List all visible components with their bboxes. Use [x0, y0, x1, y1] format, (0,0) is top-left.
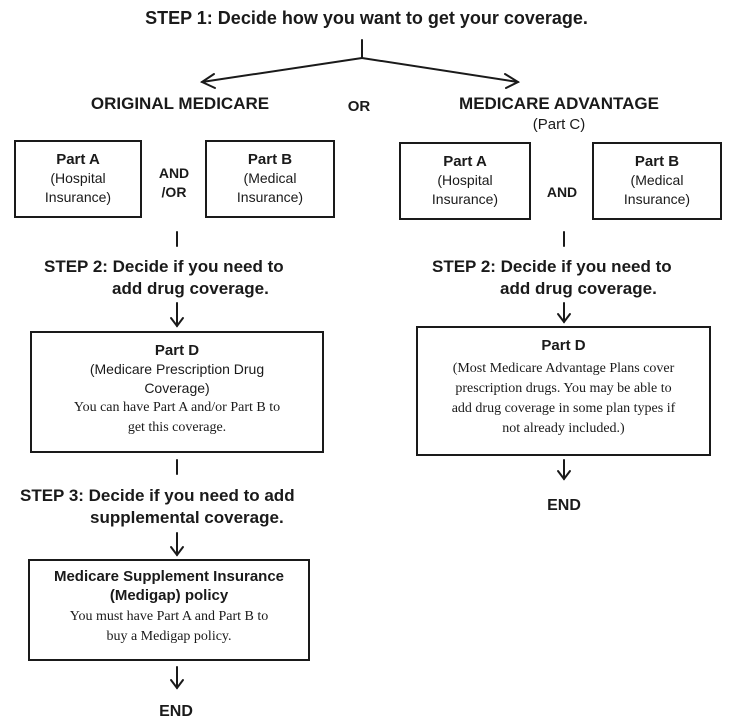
left-and-or-connector: AND /OR — [148, 164, 200, 202]
left-end-label: END — [159, 703, 193, 720]
left-arrowhead-3 — [170, 679, 184, 690]
right-part-a-box: Part A (Hospital Insurance) — [399, 142, 531, 220]
or-label: OR — [347, 98, 371, 115]
left-part-a-line1: (Hospital — [50, 170, 106, 186]
left-part-b-title: Part B — [247, 151, 293, 168]
left-part-b-box: Part B (Medical Insurance) — [205, 140, 335, 218]
left-part-d-title: Part D — [154, 342, 200, 359]
right-part-b-box: Part B (Medical Insurance) — [592, 142, 722, 220]
medigap-line2: buy a Medigap policy. — [106, 629, 232, 644]
right-step2-line1: STEP 2: Decide if you need to — [432, 257, 672, 276]
right-part-d-line3: add drug coverage in some plan types if — [451, 401, 676, 416]
right-part-a-line2: Insurance) — [431, 191, 499, 207]
left-part-b-line2: Insurance) — [236, 189, 304, 205]
right-part-d-title: Part D — [541, 337, 586, 354]
left-step3: STEP 3: Decide if you need to add supple… — [20, 485, 295, 529]
left-arrowhead-2 — [170, 546, 184, 557]
medigap-box: Medicare Supplement Insurance (Medigap) … — [28, 559, 310, 661]
medigap-title-line2: (Medigap) policy — [109, 587, 229, 604]
medicare-advantage-heading: MEDICARE ADVANTAGE — [459, 94, 659, 113]
branch-right-line — [361, 57, 519, 83]
left-or-label: /OR — [161, 184, 187, 200]
left-arrowhead-1 — [170, 317, 184, 328]
right-part-a-line1: (Hospital — [437, 172, 493, 188]
right-end-label: END — [547, 497, 581, 514]
right-arrowhead-1 — [557, 313, 571, 324]
part-c-subheading: (Part C) — [532, 116, 586, 133]
left-step2-line1: STEP 2: Decide if you need to — [44, 257, 284, 276]
left-part-d-line1: (Medicare Prescription Drug — [89, 361, 265, 377]
left-part-d-line3: You can have Part A and/or Part B to — [73, 400, 281, 415]
left-part-a-title: Part A — [56, 151, 100, 168]
right-part-d-line4: not already included.) — [502, 421, 625, 436]
right-and-connector: AND — [546, 184, 578, 200]
right-step2-line2: add drug coverage. — [500, 279, 657, 298]
medigap-title-line1: Medicare Supplement Insurance — [53, 568, 285, 585]
branch-left-line — [201, 57, 363, 83]
right-part-b-line2: Insurance) — [623, 191, 691, 207]
step1-heading: STEP 1: Decide how you want to get your … — [145, 8, 588, 28]
left-part-d-line2: Coverage) — [144, 380, 210, 396]
left-part-a-box: Part A (Hospital Insurance) — [14, 140, 142, 218]
branch-left-arrowhead — [199, 73, 216, 89]
right-part-d-line1: (Most Medicare Advantage Plans cover — [452, 361, 675, 376]
right-part-a-title: Part A — [443, 153, 487, 170]
left-part-b-line1: (Medical — [243, 170, 297, 186]
branch-right-arrowhead — [504, 73, 521, 89]
left-and-label: AND — [158, 165, 190, 181]
right-part-b-title: Part B — [634, 153, 680, 170]
right-step2: STEP 2: Decide if you need to add drug c… — [432, 256, 672, 300]
right-part-d-line2: prescription drugs. You may be able to — [455, 381, 672, 396]
left-step2-line2: add drug coverage. — [112, 279, 269, 298]
right-part-b-line1: (Medical — [630, 172, 684, 188]
left-step2: STEP 2: Decide if you need to add drug c… — [44, 256, 284, 300]
left-part-d-box: Part D (Medicare Prescription Drug Cover… — [30, 331, 324, 453]
left-step3-line1: STEP 3: Decide if you need to add — [20, 486, 295, 505]
medigap-line1: You must have Part A and Part B to — [69, 609, 269, 624]
left-part-d-line4: get this coverage. — [127, 420, 227, 435]
left-part-a-line2: Insurance) — [44, 189, 112, 205]
left-step3-line2: supplemental coverage. — [90, 508, 284, 527]
right-part-d-box: Part D (Most Medicare Advantage Plans co… — [416, 326, 711, 456]
right-arrowhead-2 — [557, 470, 571, 481]
original-medicare-heading: ORIGINAL MEDICARE — [90, 94, 270, 113]
